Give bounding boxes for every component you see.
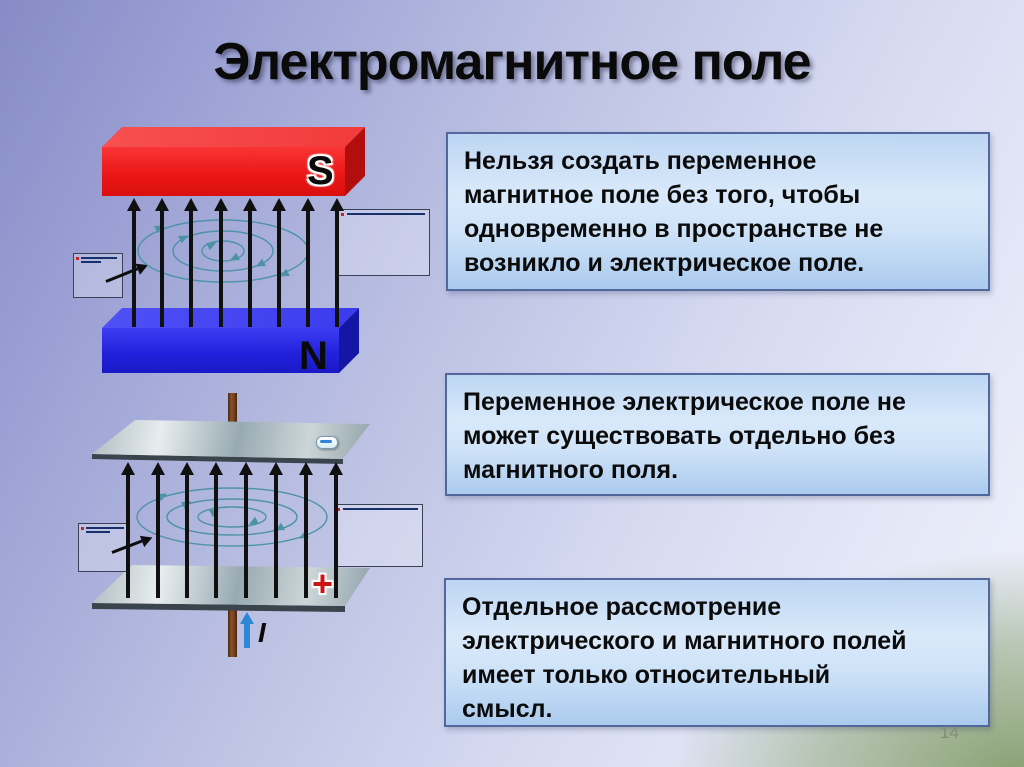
field-arrow [184, 198, 198, 327]
field-arrow [121, 462, 135, 598]
field-arrow [239, 462, 253, 598]
field-arrow [180, 462, 194, 598]
info-box-text: Отдельное рассмотрение электрического и … [462, 593, 907, 723]
field-arrow [299, 462, 313, 598]
info-box-magnetic-field: Нельзя создать переменное магнитное поле… [446, 132, 990, 291]
wire-bottom [228, 600, 237, 657]
minus-icon [316, 436, 338, 449]
annotation-box-capacitor-right [334, 504, 423, 567]
current-label: I [258, 617, 266, 648]
slide-title: Электромагнитное поле [213, 33, 811, 91]
field-arrow [243, 198, 257, 327]
current-arrow-icon [240, 612, 254, 648]
annotation-bullet-icon [76, 257, 79, 260]
annotation-microtext [81, 257, 117, 259]
annotation-microtext [86, 531, 110, 533]
plate-edge [92, 454, 343, 464]
plus-sign: + [312, 563, 334, 604]
plate-edge [92, 603, 345, 612]
field-arrow [269, 462, 283, 598]
wire-top [228, 393, 237, 440]
annotation-box-magnet-right [338, 209, 430, 276]
annotation-bullet-icon [337, 508, 340, 511]
capacitor-plate-positive [90, 562, 374, 614]
magnet-north-right-face [339, 308, 359, 373]
field-arrow [127, 198, 141, 327]
magnet-south-right-face [345, 127, 365, 196]
field-arrow [329, 462, 343, 598]
south-pole-label: S [307, 149, 334, 193]
annotation-microtext [347, 213, 425, 215]
annotation-microtext [81, 261, 101, 263]
annotation-microtext [86, 527, 124, 529]
info-box-text: Переменное электрическое поле не может с… [463, 388, 906, 484]
magnet-north-top-face [102, 308, 359, 328]
field-arrow [155, 198, 169, 327]
north-pole-label: N [299, 334, 328, 378]
field-arrow [214, 198, 228, 327]
induced-magnetic-field-loops [136, 487, 328, 547]
field-arrow [151, 462, 165, 598]
annotation-microtext [343, 508, 418, 510]
magnet-north-bar [102, 328, 339, 373]
annotation-bullet-icon [81, 527, 84, 530]
plate-surface [92, 565, 370, 606]
magnet-south-top-face [102, 127, 365, 147]
induced-electric-field-loops [137, 219, 309, 283]
annotation-bullet-icon [341, 213, 344, 216]
magnet-south-bar [102, 147, 345, 196]
info-box-electric-field: Переменное электрическое поле не может с… [445, 373, 990, 496]
field-arrow [330, 198, 344, 327]
info-box-text: Нельзя создать переменное магнитное поле… [464, 147, 884, 277]
field-arrow [209, 462, 223, 598]
field-arrow [301, 198, 315, 327]
page-number: 14 [940, 723, 959, 742]
field-arrow [272, 198, 286, 327]
info-box-relative-meaning: Отдельное рассмотрение электрического и … [444, 578, 990, 727]
